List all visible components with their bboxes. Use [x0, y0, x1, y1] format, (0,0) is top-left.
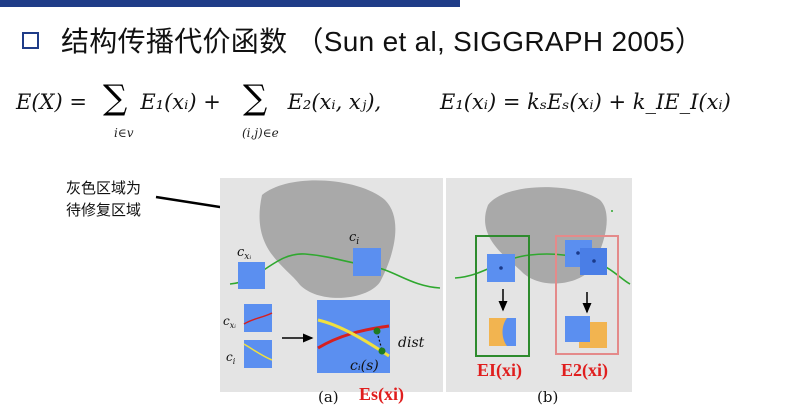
panel-b-red-box — [555, 235, 619, 355]
panel-a-small-curve-red — [243, 312, 273, 325]
formula-main: E(X) = E₁(xᵢ) + E₂(xᵢ, xⱼ), — [16, 90, 382, 114]
annotation-line-1: 灰色区域为 — [66, 180, 142, 197]
panel-b-speck — [611, 210, 613, 212]
gray-region-annotation: 灰色区域为 待修复区域 — [66, 178, 141, 222]
panel-b-energy-label-2: E2(xi) — [561, 360, 608, 380]
panel-a-dist-line — [376, 331, 383, 351]
panel-b-green-box — [475, 235, 530, 357]
panel-b-orange-fill-1 — [489, 318, 507, 346]
label-cxi-top: cxᵢ — [237, 245, 251, 262]
label-ci-small: ci — [226, 350, 236, 366]
formula-sum2-subscript: (i,j)∈e — [242, 126, 279, 140]
panel-b-dot-1 — [499, 266, 503, 270]
annotation-line-2: 待修复区域 — [66, 202, 142, 219]
sum-symbol-1: ∑ — [103, 78, 128, 118]
label-ci-s: cᵢ(s) — [350, 358, 379, 374]
panel-b-caption: (b) — [537, 388, 559, 406]
title-bar-accent — [0, 0, 460, 7]
panel-b-energy-label-1: EI(xi) — [477, 360, 522, 380]
panel-a-small-curve-yellow — [243, 343, 273, 361]
label-ci-top: ci — [349, 230, 359, 247]
panel-b-overlap-2 — [579, 322, 590, 342]
panel-a-caption: (a) — [318, 388, 339, 406]
panel-b-dot-2b — [592, 259, 596, 263]
sum-symbol-2: ∑ — [243, 78, 268, 118]
formula-e1-definition: E₁(xᵢ) = kₛEₛ(xᵢ) + k_IE_I(xᵢ) — [440, 90, 731, 114]
formula-sum1-subscript: i∈v — [114, 126, 134, 140]
panel-a-energy-label: Es(xi) — [359, 384, 404, 404]
panel-b-dot-2a — [576, 251, 580, 255]
cost-function-formula: E(X) = E₁(xᵢ) + E₂(xᵢ, xⱼ), ∑ ∑ i∈v (i,j… — [10, 78, 790, 152]
label-dist: dist — [398, 335, 425, 351]
panel-a-point-1 — [373, 327, 381, 335]
panel-a-structure-curve — [229, 253, 441, 289]
slide-title: 结构传播代价函数 （Sun et al, SIGGRAPH 2005） — [61, 26, 704, 57]
panel-a-patch-cxi — [238, 262, 265, 289]
slide-heading: 结构传播代价函数 （Sun et al, SIGGRAPH 2005） — [22, 20, 703, 60]
bullet-square-icon — [22, 31, 39, 49]
panel-a-patch-ci — [353, 248, 381, 276]
panel-a-point-2 — [378, 347, 386, 355]
panel-a-small-patch-2 — [244, 340, 272, 368]
